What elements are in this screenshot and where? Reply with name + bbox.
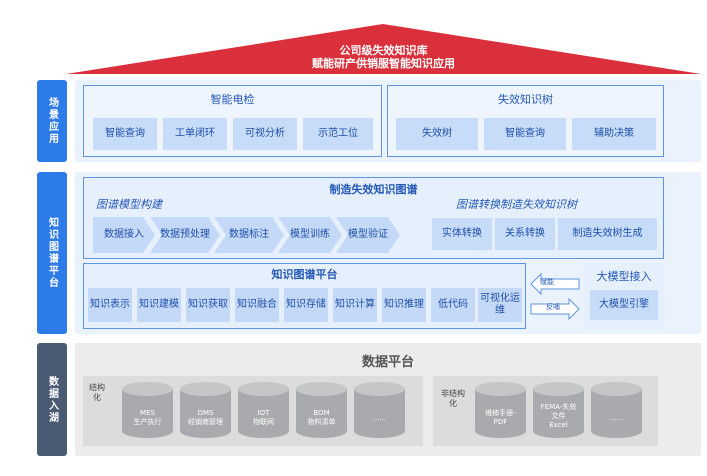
iot-name: IOT [257,409,270,417]
side-label-data: 数据入湖 [37,343,67,456]
llm-title: 大模型接入 [596,270,652,283]
empower-label: 赋能 [540,278,554,286]
kg-title: 制造失效知识图谱 [329,183,418,196]
side-label-scene: 场景应用 [37,80,67,162]
cyl-label-more-unstructured: ...... [589,414,644,423]
cylinder-bom [296,382,347,438]
fault-tree-group: 失效知识树 失效树 智能查询 辅助决策 [387,85,664,157]
smart-check-group: 智能电检 智能查询 工单闭环 可视分析 示范工位 [83,85,382,157]
platform-item-storage: 知识存储 [284,288,328,322]
side-label-kg: 知识图谱平台 [37,172,67,334]
platform-item-lowcode: 低代码 [431,288,475,322]
smart-check-title: 智能电检 [210,93,255,106]
kg-platform-title: 知识图谱平台 [271,268,338,281]
cyl-label-fema: FEMA-失效文件 Excel [531,403,586,430]
llm-engine: 大模型引擎 [590,290,658,320]
iot-desc: 物联网 [253,418,274,426]
unstructured-label: 非结构化 [441,389,465,408]
platform-item-acquisition: 知识获取 [186,288,230,322]
cylinder-mes [122,382,173,438]
fault-tree-title: 失效知识树 [498,93,553,106]
mes-name: MES [140,409,155,417]
scene-item-smart-query: 智能查询 [93,118,157,150]
convert-title: 图谱转换制造失效知识树 [456,198,577,211]
dms-desc: 经销商管理 [188,418,223,426]
structured-label: 结构化 [89,383,105,402]
convert-tree-gen: 制造失效树生成 [558,218,657,250]
platform-item-compute: 知识计算 [333,288,377,322]
scene-item-work-order: 工单闭环 [163,118,227,150]
cylinder-iot [238,382,289,438]
exchange-arrows [530,272,580,321]
platform-item-fusion: 知识融合 [235,288,279,322]
more-unstructured-name: ...... [609,414,624,422]
cyl-label-bom: BOM 物料清单 [294,409,349,427]
cyl-label-manual: 维修手册- PDF [473,409,528,427]
platform-item-ops: 可视化运维 [478,288,522,322]
cyl-label-iot: IOT 物联网 [236,409,291,427]
cylinder-dms [180,382,231,438]
header-line-2: 赋能研产供销服智能知识应用 [312,57,455,70]
scene-item-visual-analysis: 可视分析 [233,118,297,150]
scene-item-demo-station: 示范工位 [303,118,373,150]
platform-item-representation: 知识表示 [88,288,132,322]
feedback-label: 反哺 [546,303,560,311]
bom-name: BOM [313,409,330,417]
scene-item-fault-query: 智能查询 [484,118,566,150]
cyl-label-dms: DMS 经销商管理 [178,409,233,427]
cyl-label-more-structured: ...... [352,414,407,423]
model-build-title: 图谱模型构建 [96,198,162,211]
cyl-label-mes: MES 生产执行 [120,409,175,427]
cylinder-fema [533,382,584,438]
platform-item-reasoning: 知识推理 [382,288,426,322]
header-title: 公司级失效知识库 赋能研产供销服智能知识应用 [66,44,701,70]
manual-name: 维修手册- [485,409,516,417]
header-line-1: 公司级失效知识库 [339,44,428,57]
convert-relation: 关系转换 [495,218,555,250]
dms-name: DMS [197,409,214,417]
more-structured-name: ...... [372,414,387,422]
scene-item-decision: 辅助决策 [572,118,656,150]
platform-item-modeling: 知识建模 [137,288,181,322]
mes-desc: 生产执行 [133,418,162,426]
cylinder-more-unstructured [591,382,642,438]
data-platform-title: 数据平台 [361,355,414,370]
step-training: 模型训练 [278,217,342,253]
roof-banner [66,24,701,74]
cylinder-manual [475,382,526,438]
step-data-ingest: 数据接入 [93,217,155,253]
cylinder-more-structured [354,382,405,438]
fema-name: FEMA-失效文件 [540,403,577,420]
convert-entity: 实体转换 [432,218,492,250]
manual-desc: PDF [493,418,508,426]
bom-desc: 物料清单 [307,418,336,426]
scene-item-fault-tree: 失效树 [396,118,478,150]
fema-desc: Excel [549,421,568,429]
